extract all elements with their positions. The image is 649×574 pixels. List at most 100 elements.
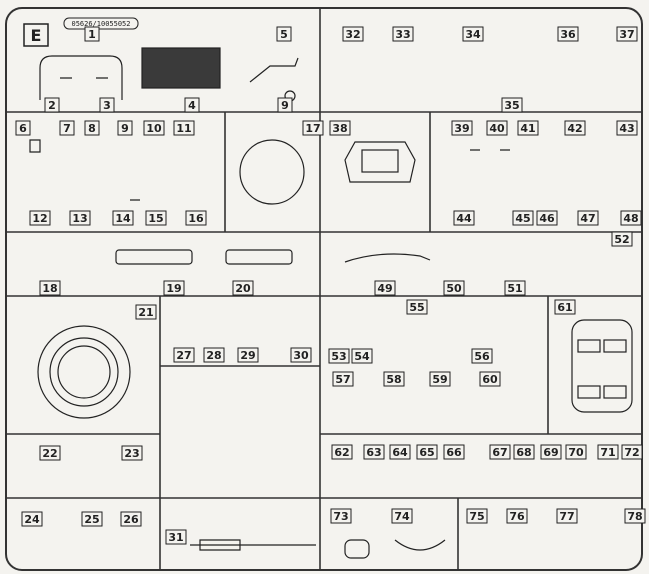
part-label-box <box>391 508 413 524</box>
part-label-box <box>277 97 293 113</box>
part-number-23: 23 <box>124 447 139 460</box>
part-number-63: 63 <box>366 446 381 459</box>
part-label-box <box>406 299 428 315</box>
part-number-73: 73 <box>333 510 348 523</box>
part-label-box <box>173 347 195 363</box>
part-number-17: 17 <box>305 122 320 135</box>
part-number-16: 16 <box>188 212 204 225</box>
part-label-box <box>39 280 61 296</box>
part-number-13: 13 <box>72 212 87 225</box>
part-number-61: 61 <box>557 301 572 314</box>
part-label-box <box>173 120 195 136</box>
part-label-box <box>120 511 142 527</box>
part-number-25: 25 <box>84 513 99 526</box>
part-label-box <box>504 280 526 296</box>
part-number-48: 48 <box>623 212 638 225</box>
part-number-51: 51 <box>507 282 522 295</box>
part-number-11: 11 <box>176 122 191 135</box>
part-label-box <box>506 508 528 524</box>
part-label-box <box>290 347 312 363</box>
part-label-box <box>184 97 200 113</box>
part-label-box <box>611 231 633 247</box>
part-number-56: 56 <box>474 350 490 363</box>
part-number-29: 29 <box>240 349 255 362</box>
part-number-53: 53 <box>331 350 346 363</box>
part-label-box <box>564 120 586 136</box>
part-number-37: 37 <box>619 28 634 41</box>
part-number-59: 59 <box>432 373 447 386</box>
part-number-46: 46 <box>539 212 555 225</box>
part-label-box <box>69 210 91 226</box>
part-number-55: 55 <box>409 301 424 314</box>
part-number-28: 28 <box>206 349 221 362</box>
part-label-box <box>443 444 465 460</box>
part-label-box <box>302 120 324 136</box>
part-label-box <box>276 26 292 42</box>
part-number-74: 74 <box>394 510 410 523</box>
part-number-72: 72 <box>624 446 639 459</box>
part-number-21: 21 <box>138 306 153 319</box>
part-label-box <box>383 371 405 387</box>
part-number-15: 15 <box>148 212 163 225</box>
part-number-7: 7 <box>63 122 71 135</box>
part-label-box <box>462 26 484 42</box>
part-label-box <box>577 210 599 226</box>
part-label-box <box>429 371 451 387</box>
part-number-62: 62 <box>334 446 349 459</box>
part-label-box <box>513 444 535 460</box>
part-label-box <box>554 299 576 315</box>
part-label-box <box>443 280 465 296</box>
part-number-12: 12 <box>32 212 47 225</box>
part-number-42: 42 <box>567 122 582 135</box>
part-number-2: 2 <box>48 99 56 112</box>
part-label-box <box>21 511 43 527</box>
part-number-71: 71 <box>600 446 615 459</box>
part-label-box <box>517 120 539 136</box>
part-label-box <box>621 444 643 460</box>
part-label-box <box>143 120 165 136</box>
part-number-19: 19 <box>166 282 181 295</box>
part-number-24: 24 <box>24 513 40 526</box>
part-number-9: 9 <box>281 99 289 112</box>
part-number-22: 22 <box>42 447 57 460</box>
part-number-54: 54 <box>354 350 370 363</box>
sprue-frame <box>5 7 643 571</box>
part-number-70: 70 <box>568 446 584 459</box>
part-number-75: 75 <box>469 510 484 523</box>
part-label-box <box>232 280 254 296</box>
part-label-box <box>616 26 638 42</box>
part-number-33: 33 <box>395 28 410 41</box>
part-number-18: 18 <box>42 282 57 295</box>
part-number-78: 78 <box>627 510 642 523</box>
part-label-box <box>565 444 587 460</box>
part-label-box <box>489 444 511 460</box>
part-label-box <box>624 508 646 524</box>
part-number-44: 44 <box>456 212 472 225</box>
part-label-box <box>512 210 534 226</box>
part-number-30: 30 <box>293 349 309 362</box>
part-number-39: 39 <box>454 122 469 135</box>
part-number-52: 52 <box>614 233 629 246</box>
part-label-box <box>329 120 351 136</box>
part-label-box <box>185 210 207 226</box>
part-label-box <box>616 120 638 136</box>
part-label-box <box>99 97 115 113</box>
sprue-runners <box>6 8 642 570</box>
part-number-43: 43 <box>619 122 634 135</box>
part-number-67: 67 <box>492 446 507 459</box>
part-number-26: 26 <box>123 513 139 526</box>
part-label-box <box>392 26 414 42</box>
part-label-box <box>363 444 385 460</box>
part-label-box <box>466 508 488 524</box>
part-label-box <box>81 511 103 527</box>
part-number-9: 9 <box>121 122 129 135</box>
part-number-27: 27 <box>176 349 191 362</box>
part-label-box <box>117 120 133 136</box>
part-label-box <box>540 444 562 460</box>
part-label-box <box>389 444 411 460</box>
svg-text:05626/10055052: 05626/10055052 <box>71 20 130 28</box>
part-label-box <box>112 210 134 226</box>
part-label-box <box>237 347 259 363</box>
part-number-68: 68 <box>516 446 531 459</box>
